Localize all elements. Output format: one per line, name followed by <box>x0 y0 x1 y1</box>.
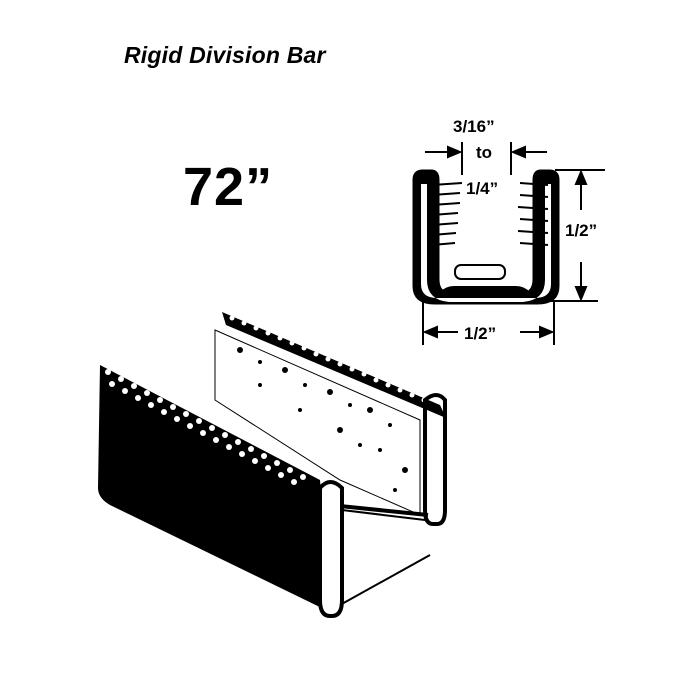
gap-dimension <box>425 142 547 175</box>
height-label: 1/2” <box>565 221 598 240</box>
gap-min-label: 3/16” <box>453 117 495 136</box>
right-grip-fins <box>517 182 549 246</box>
width-label: 1/2” <box>464 324 497 343</box>
gap-max-label: 1/4” <box>466 179 499 198</box>
product-3d-illustration <box>98 312 447 618</box>
left-grip-fins <box>431 182 463 246</box>
height-dimension <box>540 169 605 302</box>
width-dimension <box>422 300 555 345</box>
length-label: 72” <box>183 157 274 217</box>
front-rail-dots <box>105 369 306 485</box>
product-title: Rigid Division Bar <box>124 42 326 68</box>
u-channel-profile <box>412 169 560 305</box>
gap-joiner-label: to <box>476 143 493 162</box>
interior-texture <box>237 347 408 492</box>
